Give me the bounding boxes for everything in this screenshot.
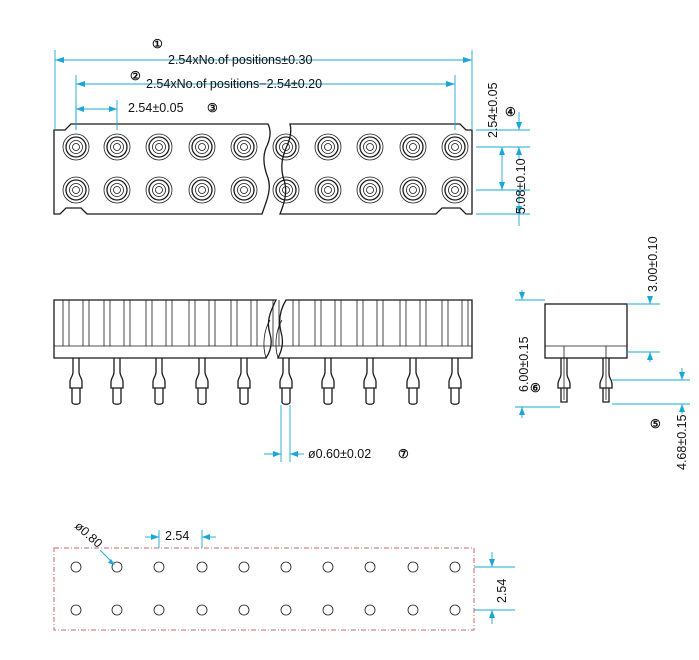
end-view — [544, 303, 628, 403]
side-pin — [230, 300, 258, 405]
top-view-housing — [53, 123, 271, 215]
pin-hole — [103, 133, 131, 161]
pin-hole — [441, 133, 469, 161]
end-view-pin-2 — [599, 346, 613, 403]
side-view-housing-right — [276, 299, 473, 359]
pcb-hole — [407, 604, 419, 616]
dim-pitch-label: 2.54±0.05 — [128, 101, 184, 115]
top-view-housing-right — [279, 123, 473, 215]
pin-hole — [441, 176, 469, 204]
pcb-hole — [364, 604, 376, 616]
pcb-hole — [153, 604, 165, 616]
dim-tail-label: 4.68±0.15 — [675, 414, 689, 470]
pcb-hole — [364, 561, 376, 573]
pcb-hole — [70, 561, 82, 573]
end-view-housing — [544, 303, 628, 359]
dim-inner-label: 2.54xNo.of positions−2.54±0.20 — [146, 77, 322, 91]
pin-hole — [145, 133, 173, 161]
dim-inner: ② 2.54xNo.of positions−2.54±0.20 — [75, 69, 456, 130]
pin-hole — [103, 176, 131, 204]
dim-total: ① 2.54xNo.of positions±0.30 — [54, 37, 473, 130]
callout-2: ② — [130, 69, 141, 83]
pcb-hole — [111, 604, 123, 616]
pin-hole — [188, 133, 216, 161]
pin-hole — [62, 133, 90, 161]
pcb-hole — [196, 604, 208, 616]
callout-5: ⑤ — [650, 417, 661, 431]
pcb-hole — [322, 604, 334, 616]
dim-hole-dia-label: ø0.80 — [72, 519, 105, 551]
pcb-hole — [196, 561, 208, 573]
side-pin — [145, 300, 173, 405]
dim-overall-label: 6.00±0.15 — [517, 336, 531, 392]
pcb-hole — [449, 561, 461, 573]
pin-hole — [314, 176, 342, 204]
side-pin — [272, 300, 300, 405]
dim-pcb-pitch-x-label: 2.54 — [165, 529, 189, 543]
pcb-hole — [407, 561, 419, 573]
pcb-hole — [280, 604, 292, 616]
top-view — [53, 123, 473, 215]
dim-pin-dia-label: ø0.60±0.02 — [308, 447, 371, 461]
dim-pad-row: 2.54±0.05 ④ 5.08±0.10 — [476, 82, 530, 226]
dim-row-label: 5.08±0.10 — [514, 158, 528, 214]
pin-hole — [314, 133, 342, 161]
pin-hole — [399, 176, 427, 204]
pcb-hole — [280, 561, 292, 573]
dim-end: 6.00±0.15 ⑥ 3.00±0.10 4.68±0.15 ⑤ — [515, 236, 690, 470]
dim-pad-label: 2.54±0.05 — [486, 82, 500, 138]
pin-hole — [272, 176, 300, 204]
pin-hole — [272, 133, 300, 161]
pin-hole — [356, 133, 384, 161]
pin-hole — [399, 133, 427, 161]
dim-body-height-label: 3.00±0.10 — [646, 236, 660, 292]
pcb-layout — [53, 547, 475, 631]
side-view-housing-left — [53, 299, 278, 359]
dim-pitch: 2.54±0.05 ③ — [75, 100, 218, 130]
callout-4: ④ — [505, 105, 516, 119]
pcb-hole — [70, 604, 82, 616]
pcb-hole — [322, 561, 334, 573]
pin-hole — [62, 176, 90, 204]
callout-1: ① — [152, 37, 163, 51]
dim-total-label: 2.54xNo.of positions±0.30 — [168, 53, 313, 67]
pin-hole — [230, 133, 258, 161]
pin-hole — [145, 176, 173, 204]
pcb-outline — [53, 547, 475, 631]
side-pin — [399, 300, 427, 405]
pcb-hole — [238, 604, 250, 616]
side-pin — [62, 300, 90, 405]
pcb-hole — [238, 561, 250, 573]
side-pin — [441, 300, 469, 405]
pin-hole — [230, 176, 258, 204]
pcb-hole — [111, 561, 123, 573]
side-pin — [314, 300, 342, 405]
side-pin — [188, 300, 216, 405]
dim-pcb-pitch-y-label: 2.54 — [495, 579, 509, 603]
dim-pin-dia: ø0.60±0.02 ⑦ — [264, 405, 409, 462]
pcb-hole — [449, 604, 461, 616]
callout-7: ⑦ — [398, 447, 409, 461]
pcb-hole — [153, 561, 165, 573]
side-view — [53, 299, 473, 405]
side-pin — [356, 300, 384, 405]
pin-hole — [188, 176, 216, 204]
pin-hole — [356, 176, 384, 204]
pcb-holes — [70, 561, 461, 616]
end-view-pin-1 — [557, 346, 571, 403]
callout-6: ⑥ — [530, 381, 541, 395]
side-view-pins — [62, 300, 469, 405]
callout-3: ③ — [207, 101, 218, 115]
dim-pcb: 2.54 2.54 ø0.80 — [72, 519, 515, 624]
side-pin — [103, 300, 131, 405]
top-view-pin-holes — [62, 133, 469, 204]
